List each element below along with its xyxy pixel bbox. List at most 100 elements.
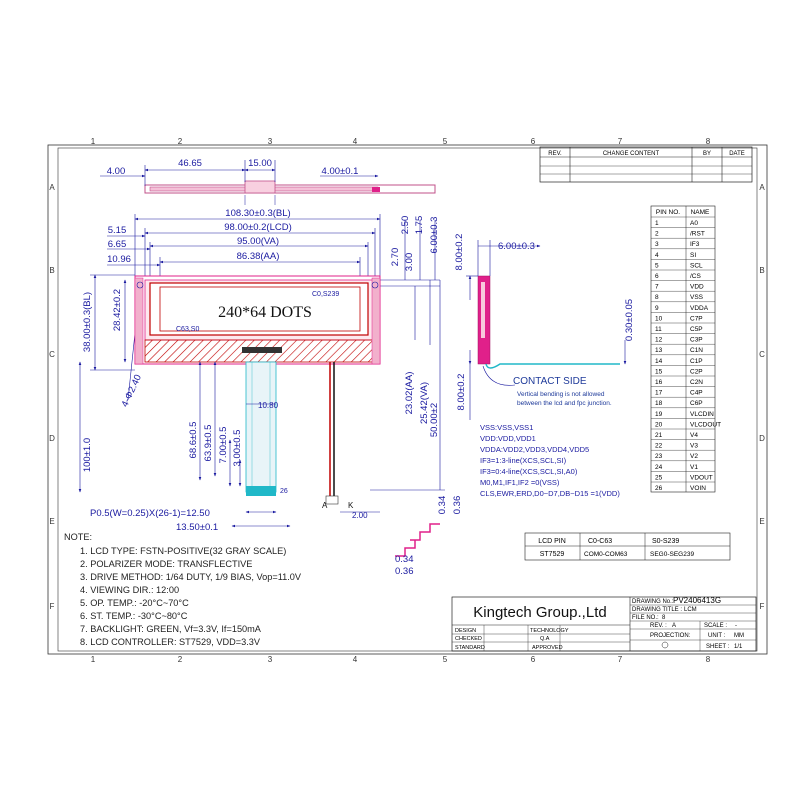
dim-lcd-height: 28.42±0.2 <box>112 289 123 331</box>
power-note: VDDA:VDD2,VDD3,VDD4,VDD5 <box>480 445 589 454</box>
pin-number: 2 <box>655 231 659 238</box>
power-note: CLS,EWR,ERD,D0~D7,DB~D15 =1(VDD) <box>480 489 620 498</box>
projection-label: PROJECTION: <box>650 633 691 639</box>
grid-row-e: E <box>49 517 54 526</box>
dim-100: 100±1.0 <box>82 438 93 472</box>
contact-side-title: CONTACT SIDE <box>513 376 587 387</box>
power-note: VDD:VDD,VDD1 <box>480 434 536 443</box>
dim-va-width: 95.00(VA) <box>237 236 279 247</box>
grid-row-c: C <box>49 350 55 359</box>
dots-label: 240*64 DOTS <box>218 304 312 321</box>
notes-title: NOTE: <box>64 532 92 542</box>
grid-row-a: A <box>49 183 55 192</box>
pin-number: 15 <box>655 368 663 375</box>
pin-name: C2N <box>690 379 703 386</box>
projection-icon <box>661 641 669 649</box>
pin-name: C4P <box>690 390 703 397</box>
grid-col-1: 1 <box>91 137 96 146</box>
fpc-tail: 26 <box>245 361 288 496</box>
backlight-wires: A K <box>322 362 354 510</box>
grid-col-labels-top: 1 2 3 4 5 6 7 8 <box>91 137 711 146</box>
seg-s0-s239: S0-S239 <box>652 538 679 545</box>
dim-68-6: 68.6±0.5 <box>188 422 199 459</box>
pin-number: 18 <box>655 400 663 407</box>
grid-row-labels: A B C D E F A B C D E F <box>49 183 765 611</box>
pin-number: 25 <box>655 474 663 481</box>
pin-name: V1 <box>690 464 698 471</box>
rev-label: REV. : <box>650 623 667 629</box>
power-note: IF3=1:3-line(XCS,SCL,SI) <box>480 456 567 465</box>
pin-name: C3P <box>690 337 703 344</box>
side-8-00b: 8.00±0.2 <box>456 374 467 411</box>
notes: NOTE: 1. LCD TYPE: FSTN-POSITIVE(32 GRAY… <box>64 532 302 647</box>
grid-row-e-r: E <box>759 517 764 526</box>
c63-label: C63,S0 <box>176 326 199 333</box>
sheet-value: 1/1 <box>734 644 743 650</box>
pin-name: VSS <box>690 294 704 301</box>
side-view <box>469 275 620 420</box>
grid-col-8b: 8 <box>706 655 711 664</box>
pin-number: 20 <box>655 421 663 428</box>
grid-row-d-r: D <box>759 434 765 443</box>
grid-col-1b: 1 <box>91 655 96 664</box>
dim-6-65: 6.65 <box>108 239 127 250</box>
grid-col-8: 8 <box>706 137 711 146</box>
rev-header: REV. <box>548 151 562 157</box>
scale-label: SCALE : <box>704 623 727 629</box>
pin-name: C2P <box>690 368 703 375</box>
pin26-label: 26 <box>280 488 288 495</box>
pin-name: /CS <box>690 273 702 280</box>
step-detail <box>395 523 440 557</box>
technology-cell: TECHNOLOGY <box>530 628 569 634</box>
pin-number: 13 <box>655 347 663 354</box>
note-item: 8. LCD CONTROLLER: ST7529, VDD=3.3V <box>80 637 261 647</box>
seg-seg: SEG0-SEG239 <box>650 551 694 558</box>
wire-a-label: A <box>322 501 328 510</box>
pin-name: VDD <box>690 284 704 291</box>
pin-name: VLCDOUT <box>690 421 721 428</box>
pin-number: 4 <box>655 252 659 259</box>
top-dims <box>100 160 379 186</box>
dim-50-00: 50.00±2 <box>429 403 440 437</box>
pin-name: VOIN <box>690 485 706 492</box>
pin-number: 7 <box>655 284 659 291</box>
pin-number: 23 <box>655 453 663 460</box>
dim-2-50: 2.50 <box>400 216 411 235</box>
grid-row-a-r: A <box>759 183 765 192</box>
grid-row-f: F <box>50 602 55 611</box>
unit-value: MM <box>734 633 744 639</box>
title-block: Kingtech Group.,Ltd DRAWING No.: PV24064… <box>451 596 757 652</box>
grid-col-labels-bottom: 1 2 3 4 5 6 7 8 <box>91 655 711 664</box>
grid-col-6b: 6 <box>531 655 536 664</box>
pin-number: 10 <box>655 315 663 322</box>
dim-6-00: 6.00±0.3 <box>429 217 440 254</box>
dim-0-34: 0.34 <box>437 496 448 515</box>
grid-col-3b: 3 <box>268 655 273 664</box>
contact-side: CONTACT SIDE Vertical bending is not all… <box>482 365 612 407</box>
grid-col-3: 3 <box>268 137 273 146</box>
seg-st7529: ST7529 <box>540 551 565 558</box>
grid-col-7b: 7 <box>618 655 623 664</box>
dim-1-75: 1.75 <box>414 216 425 235</box>
pin-number: 16 <box>655 379 663 386</box>
note-item: 2. POLARIZER MODE: TRANSFLECTIVE <box>80 559 252 569</box>
note-item: 6. ST. TEMP.: -30°C~80°C <box>80 611 188 621</box>
grid-row-d: D <box>49 434 55 443</box>
dim-2-00: 2.00 <box>352 511 368 520</box>
dim-10-80: 10.80 <box>258 401 279 410</box>
pin-name: C7P <box>690 315 703 322</box>
pin-number: 14 <box>655 358 663 365</box>
pin-number: 21 <box>655 432 663 439</box>
mount-hole <box>136 281 144 289</box>
sheet-label: SHEET : <box>706 644 730 650</box>
pin-name: C5P <box>690 326 703 333</box>
contact-note1: Vertical bending is not allowed <box>517 391 605 398</box>
grid-col-6: 6 <box>531 137 536 146</box>
pin-name: VDOUT <box>690 474 713 481</box>
grid-col-2: 2 <box>178 137 183 146</box>
pin-number: 1 <box>655 220 659 227</box>
pin-name: C1N <box>690 347 703 354</box>
drawing-title-label: DRAWING TITLE : <box>632 607 682 613</box>
dim-13-50: 13.50±0.1 <box>176 522 218 533</box>
